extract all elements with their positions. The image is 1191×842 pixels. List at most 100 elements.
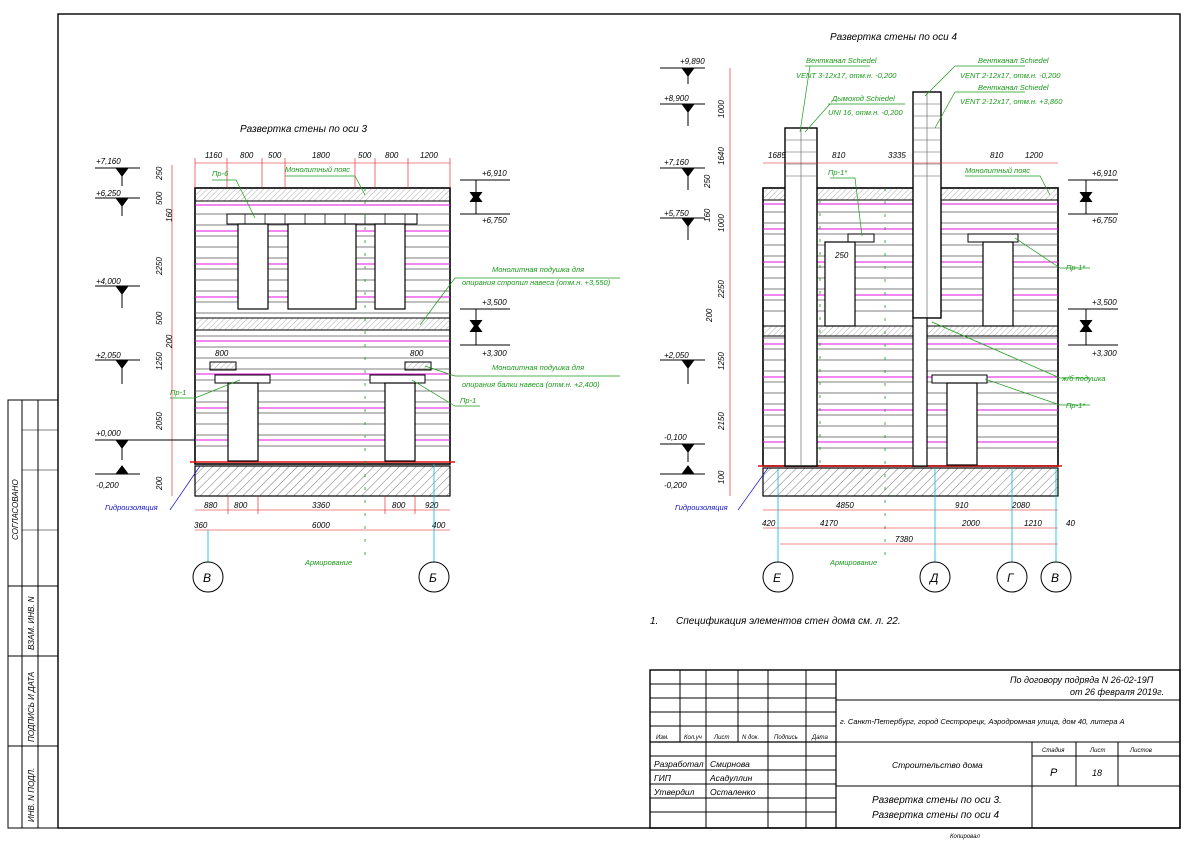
role-2: ГИП [654, 773, 672, 783]
w3-bot-left: 360 [194, 521, 208, 530]
w3-label-pad2-a: Монолитная подушка для [492, 363, 584, 372]
col-list: Лист [713, 735, 729, 741]
side-stamp-agreed: СОГЛАСОВАНО [11, 479, 20, 540]
w4-top-dim-2: 810 [832, 151, 846, 160]
w4-left-dim-3: 250 [703, 174, 712, 189]
wall-3-elevation: Развертка стены по оси 3 [95, 124, 620, 593]
w4-top-dim-5: 1200 [1025, 151, 1043, 160]
w3-top-dim-5: 500 [358, 151, 372, 160]
w3-left-dim-4: 2250 [155, 257, 164, 276]
wall-4-elevation: Развертка стены по оси 4 [660, 32, 1118, 593]
note-text: Спецификация элементов стен дома см. л. … [676, 615, 901, 627]
w4-label-reinforce: Армирование [829, 558, 877, 567]
w4-bot2-dim-2: 4170 [820, 519, 838, 528]
title-block-text: По договору подряда N 26-02-19П от 26 фе… [653, 675, 1164, 840]
w4-label-vent1-b: VENT 3-12x17, отм.н. -0,200 [796, 71, 897, 80]
col-ndoc: N док. [742, 735, 759, 741]
w3-left-dim-7: 1250 [155, 352, 164, 370]
w4-bot1-dim-3: 2080 [1011, 501, 1030, 510]
w3-label-pr1-left: Пр-1 [170, 388, 186, 397]
drawing-line-2: Развертка стены по оси 4 [872, 810, 999, 821]
w4-label-vent3-b: VENT 2-12x17, отм.н. +3,860 [960, 97, 1063, 106]
w3-bot-right: 400 [432, 521, 446, 530]
w3-label-pad2-b: опирания балки навеса (отм.н. +2,400) [462, 380, 600, 389]
sheet-value: 18 [1092, 768, 1102, 778]
w3-label-pr1-right: Пр-1 [460, 396, 476, 405]
side-stamp-replace: ВЗАМ. ИНВ. N [27, 596, 36, 650]
w4-axis-g: Г [1007, 571, 1015, 585]
w3-rlevel-2: +6,750 [482, 216, 507, 225]
side-stamp-signature: ПОДПИСЬ И ДАТА [27, 672, 36, 742]
w3-left-dim-9: 200 [155, 476, 164, 491]
w3-level-4: +2,050 [96, 351, 121, 360]
object-name: Строительство дома [892, 760, 983, 770]
w4-label-flue-b: UNI 16, отм.н. -0,200 [828, 108, 903, 117]
w4-top-dim-3: 3335 [888, 151, 906, 160]
w3-rlevel-4: +3,300 [482, 349, 507, 358]
w3-top-dim-1: 1160 [205, 151, 223, 160]
w3-bot-dim-2: 800 [234, 501, 248, 510]
spec-note: 1. Спецификация элементов стен дома см. … [650, 615, 901, 627]
w4-rlevel-1: +6,910 [1092, 169, 1117, 178]
w4-left-dim-10: 100 [717, 470, 726, 484]
w4-top-dim-4: 810 [990, 151, 1004, 160]
address: г. Санкт-Петербург, город Сестрорецк, Аэ… [840, 717, 1125, 726]
col-date: Дата [811, 735, 828, 741]
w3-label-pad1-b: опирания стропил навеса (отм.н. +3,550) [462, 278, 611, 287]
w4-label-pr1c: Пр-1* [1066, 401, 1086, 410]
side-stamp-inv: ИНВ. N ПОДЛ. [27, 768, 36, 822]
w4-level-5: +2,050 [664, 351, 689, 360]
w3-top-dim-4: 1800 [312, 151, 330, 160]
contract-line-2: от 26 февраля 2019г. [1070, 687, 1164, 697]
w3-left-dim-6: 200 [165, 334, 174, 349]
w4-top-dim-1: 1685 [768, 151, 786, 160]
w4-label-belt: Монолитный пояс [965, 166, 1030, 175]
w3-bot-dim-5: 920 [425, 501, 439, 510]
w3-bot-dim-1: 880 [204, 501, 218, 510]
w4-rlevel-2: +6,750 [1092, 216, 1117, 225]
w3-level-1: +7,160 [96, 157, 121, 166]
title-block [649, 669, 1181, 829]
w3-left-dim-3: 160 [165, 208, 174, 222]
w4-label-pr1b: Пр-1* [1066, 263, 1086, 272]
w4-bot2-dim-1: 420 [762, 519, 776, 528]
w3-bot-total: 6000 [312, 521, 330, 530]
stage-value: Р [1050, 767, 1058, 779]
w4-bot2-dim-4: 1210 [1024, 519, 1042, 528]
w4-level-6: -0,100 [664, 433, 687, 442]
w4-label-flue-a: Дымоход Schiedel [831, 94, 895, 103]
name-3: Осталенко [710, 787, 756, 797]
w3-top-dim-3: 500 [268, 151, 282, 160]
w3-level-5: +0,000 [96, 429, 121, 438]
w4-label-vent2-a: Вентканал Schiedel [978, 56, 1049, 65]
w4-label-vent3-a: Вентканал Schiedel [978, 83, 1049, 92]
w3-top-dim-2: 800 [240, 151, 254, 160]
sheet-head: Лист [1089, 748, 1105, 754]
col-sign: Подпись [774, 735, 798, 741]
w4-axis-d: Д [928, 571, 939, 585]
w4-level-7: -0,200 [664, 481, 687, 490]
w3-bot-dim-4: 800 [392, 501, 406, 510]
w4-label-vent2-b: VENT 2-12x17, отм.н. -0,200 [960, 71, 1061, 80]
w4-left-dim-4: 160 [703, 208, 712, 222]
side-stamp: СОГЛАСОВАНО ВЗАМ. ИНВ. N ПОДПИСЬ И ДАТА … [7, 399, 59, 829]
w3-level-3: +4,000 [96, 277, 121, 286]
w4-axis-v: В [1051, 571, 1059, 585]
w4-rlevel-3: +3,500 [1092, 298, 1117, 307]
w4-left-dim-8: 1250 [717, 352, 726, 370]
w4-bot1-dim-1: 4850 [836, 501, 854, 510]
name-2: Асадуллин [709, 773, 753, 783]
role-3: Утвердил [653, 787, 695, 797]
w3-top-dim-6: 800 [385, 151, 399, 160]
w4-label-pr1a: Пр-1* [828, 168, 848, 177]
w3-left-dim-5: 500 [155, 311, 164, 325]
name-1: Смирнова [710, 759, 750, 769]
role-1: Разработал [654, 759, 704, 769]
w3-rlevel-3: +3,500 [482, 298, 507, 307]
w3-axis-b: Б [429, 571, 437, 585]
format-label: Копировал [950, 834, 980, 840]
w4-level-3: +7,160 [664, 158, 689, 167]
w3-label-pr6: Пр-6 [212, 169, 229, 178]
w3-rlevel-1: +6,910 [482, 169, 507, 178]
